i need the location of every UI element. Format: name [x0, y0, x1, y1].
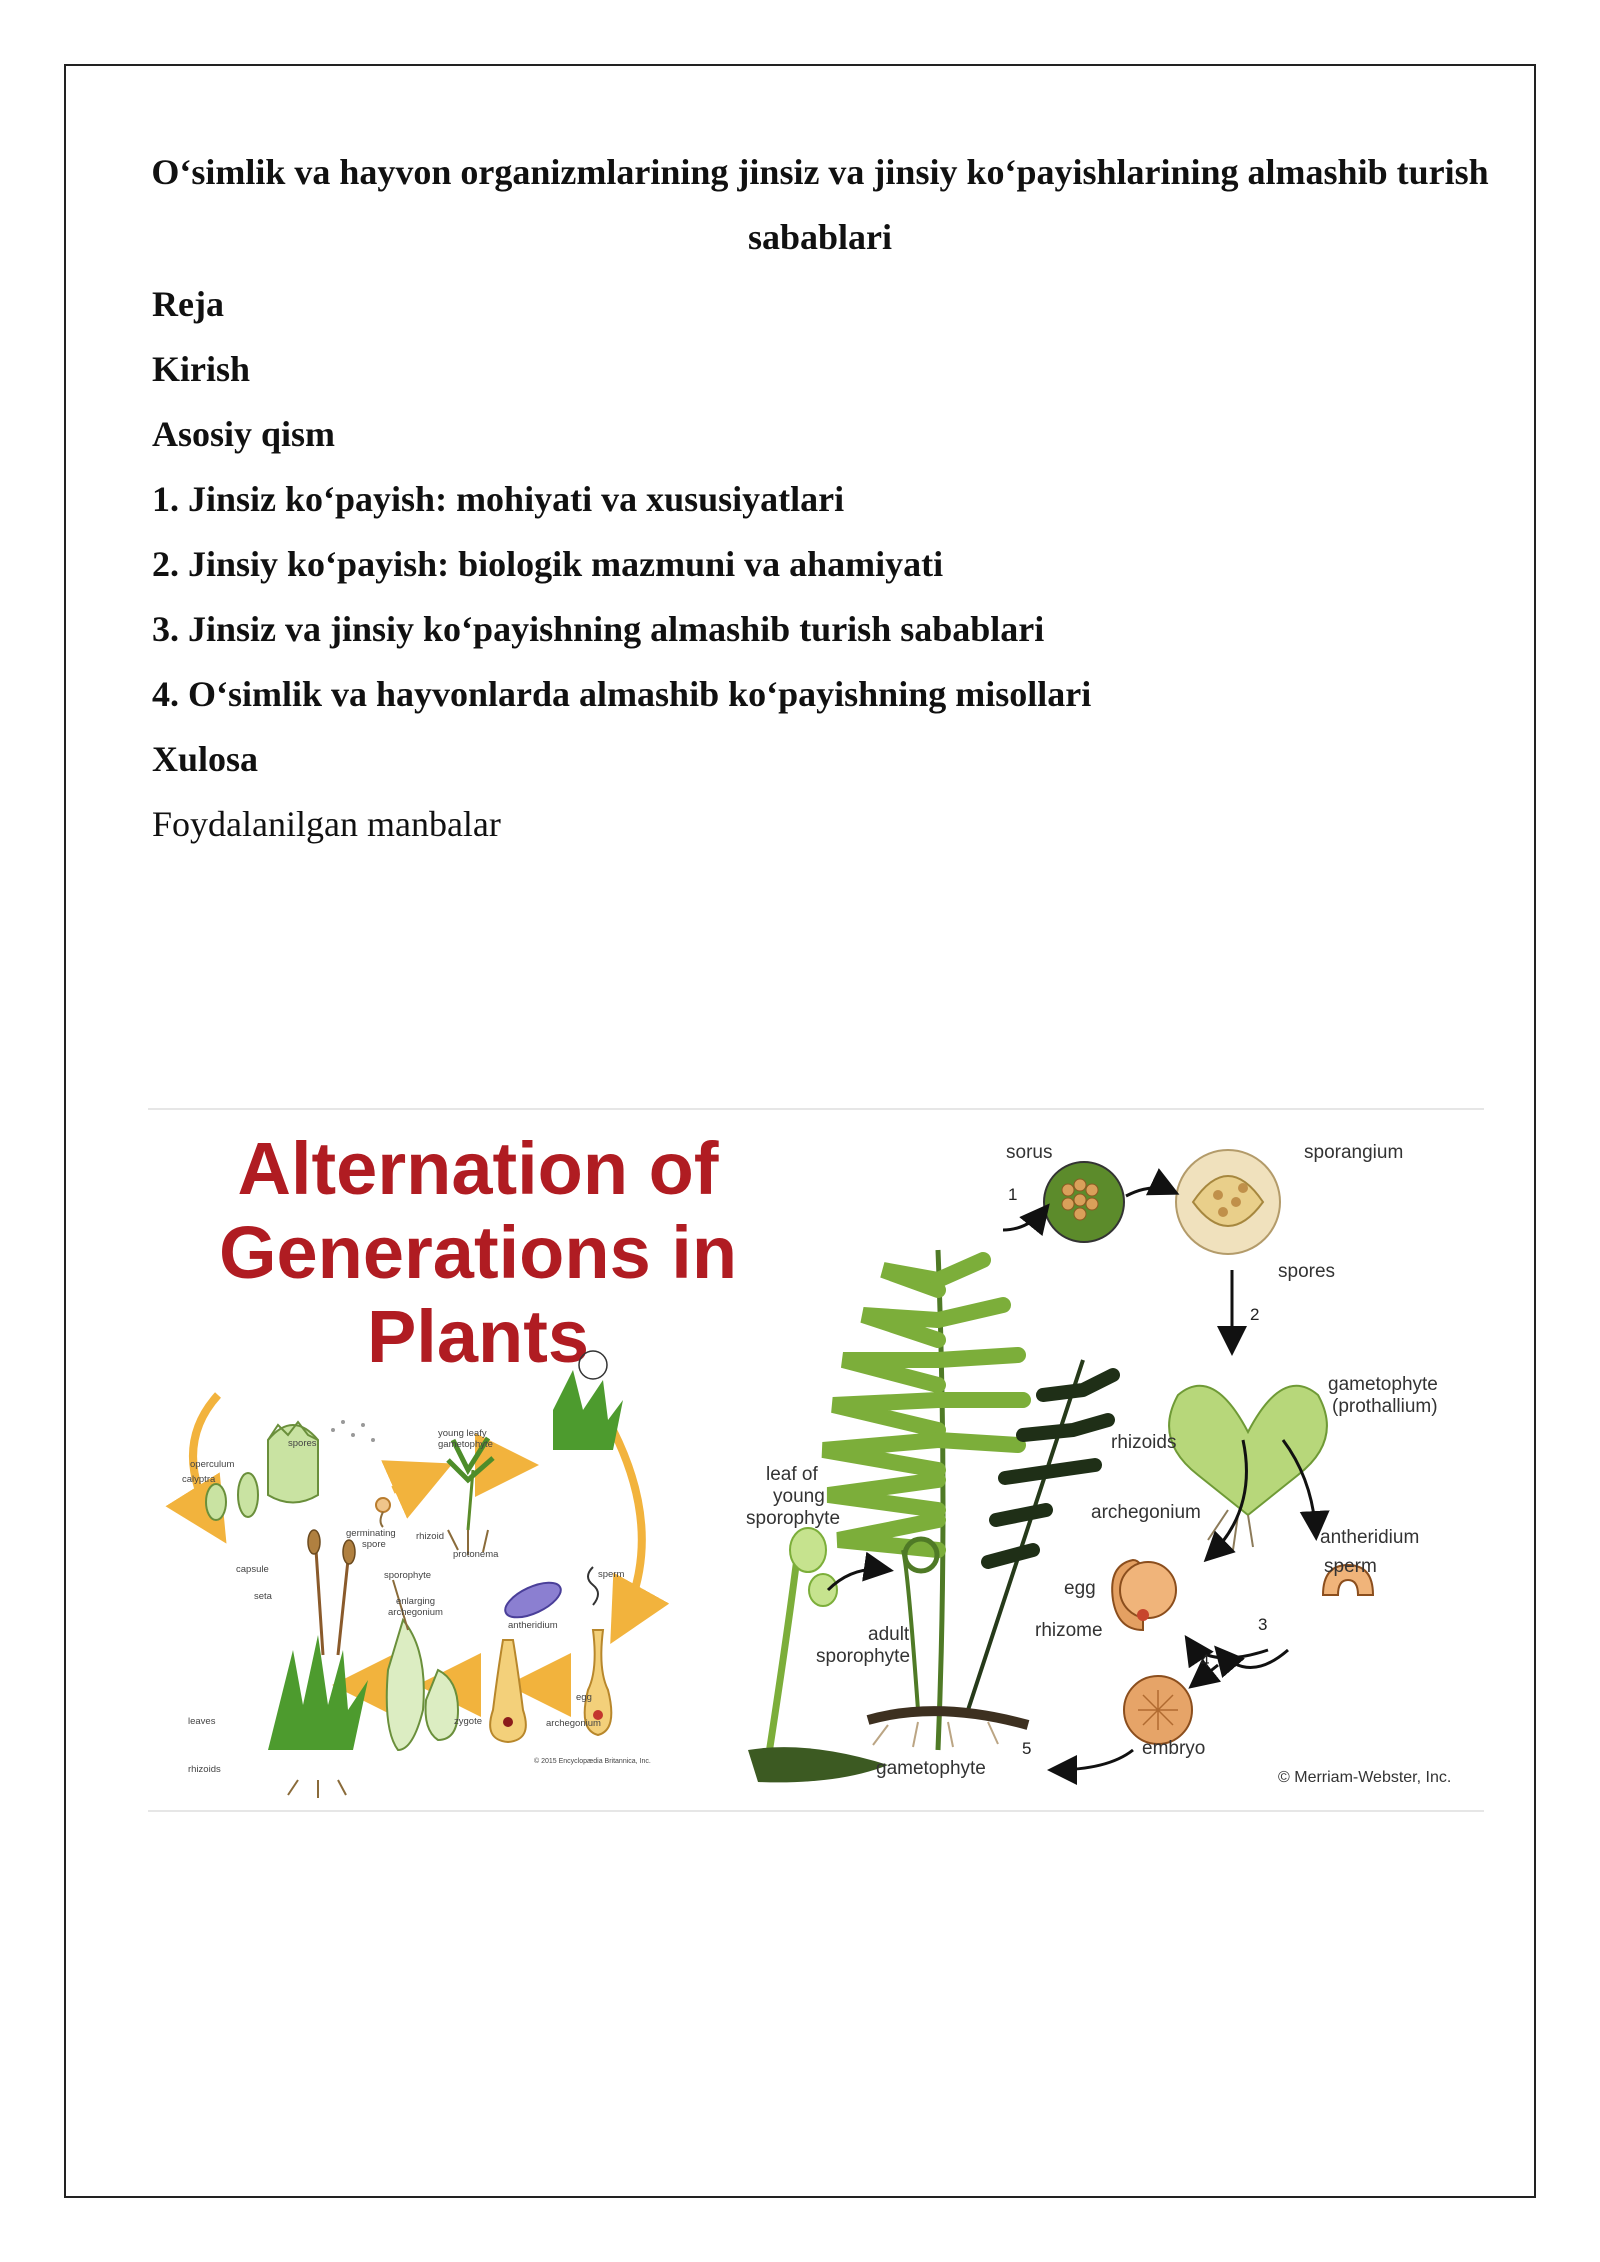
plan-item-manbalar: Foydalanilgan manbalar: [152, 804, 501, 844]
moss-label-capsule: capsule: [236, 1564, 269, 1575]
moss-label-enlarging-1: enlarging: [396, 1596, 435, 1607]
moss-label-archegonium: archegonium: [546, 1718, 601, 1729]
headline-line-1: Alternation of: [238, 1127, 719, 1210]
fern-label-gametophyte: gametophyte: [876, 1758, 986, 1779]
step-number-1: 1: [1008, 1185, 1017, 1204]
plan-item-xulosa: Xulosa: [152, 739, 259, 779]
fern-label-young: young: [773, 1486, 825, 1507]
page-border: [64, 64, 1536, 2198]
moss-label-protonema: protonema: [453, 1549, 499, 1560]
fern-cycle-diagram: sorus sporangium spores gametophyte (pro…: [746, 1142, 1451, 1786]
moss-label-young-leafy-2: gametophyte: [438, 1439, 493, 1450]
moss-label-egg: egg: [576, 1692, 592, 1703]
step-number-2: 2: [1250, 1305, 1259, 1324]
plan-item-reja: Reja: [152, 284, 224, 324]
fern-label-spores: spores: [1278, 1261, 1335, 1282]
fern-label-antheridium: antheridium: [1320, 1527, 1419, 1548]
fern-label-sorus: sorus: [1006, 1142, 1052, 1163]
fern-label-sperm: sperm: [1324, 1556, 1377, 1577]
headline-line-2: Generations in: [219, 1211, 737, 1294]
headline-line-3: Plants: [367, 1295, 589, 1378]
fern-label-adult-sporophyte: sporophyte: [816, 1646, 910, 1667]
moss-label-operculum: operculum: [190, 1459, 234, 1470]
plan-item-kirish: Kirish: [152, 349, 251, 389]
fern-label-embryo: embryo: [1142, 1738, 1205, 1759]
document-title: O‘simlik va hayvon organizmlarining jins…: [151, 152, 1489, 257]
fern-label-adult: adult: [868, 1624, 910, 1645]
moss-label-germinating-2: spore: [362, 1539, 386, 1550]
fern-label-gametophyte-2: (prothallium): [1332, 1396, 1438, 1417]
fern-label-rhizoids: rhizoids: [1111, 1432, 1176, 1453]
plan-list: Reja Kirish Asosiy qism 1. Jinsiz ko‘pay…: [152, 272, 1091, 857]
moss-label-leaves: leaves: [188, 1716, 216, 1727]
moss-label-zygote: zygote: [454, 1716, 482, 1727]
plan-item-asosiy-qism: Asosiy qism: [152, 414, 336, 454]
step-number-4: 4: [1200, 1651, 1209, 1670]
fern-label-egg: egg: [1064, 1578, 1096, 1599]
fern-label-gametophyte-1: gametophyte: [1328, 1374, 1438, 1395]
figure-illustration: Alternation of Generations in Plants: [165, 1127, 1451, 1798]
moss-label-enlarging-2: archegonium: [388, 1607, 443, 1618]
moss-label-sporophyte: sporophyte: [384, 1570, 431, 1581]
moss-cycle-diagram: spores young leafy gametophyte operculum…: [165, 1350, 670, 1798]
moss-label-antheridium: antheridium: [508, 1620, 558, 1631]
moss-label-seta: seta: [254, 1591, 273, 1602]
moss-credit: © 2015 Encyclopædia Britannica, Inc.: [534, 1757, 651, 1765]
fern-label-rhizome: rhizome: [1035, 1620, 1103, 1641]
moss-label-young-leafy-1: young leafy: [438, 1428, 487, 1439]
plan-item-1: 1. Jinsiz ko‘payish: mohiyati va xususiy…: [152, 479, 845, 519]
plan-item-4: 4. O‘simlik va hayvonlarda almashib ko‘p…: [152, 674, 1092, 714]
plan-item-2: 2. Jinsiy ko‘payish: biologik mazmuni va…: [152, 544, 944, 584]
moss-label-calyptra: calyptra: [182, 1474, 216, 1485]
step-number-5: 5: [1022, 1739, 1031, 1758]
fern-label-leaf-of: leaf of: [766, 1464, 818, 1485]
fern-label-sporophyte: sporophyte: [746, 1508, 840, 1529]
plan-item-3: 3. Jinsiz va jinsiy ko‘payishning almash…: [152, 609, 1045, 649]
moss-label-germinating-1: germinating: [346, 1528, 396, 1539]
fern-label-archegonium: archegonium: [1091, 1502, 1201, 1523]
moss-label-rhizoid: rhizoid: [416, 1531, 444, 1542]
moss-label-spores: spores: [288, 1438, 317, 1449]
fern-label-sporangium: sporangium: [1304, 1142, 1403, 1163]
fern-credit: © Merriam-Webster, Inc.: [1278, 1769, 1451, 1786]
alternation-of-generations-figure: Alternation of Generations in Plants: [148, 1108, 1484, 1812]
moss-label-sperm: sperm: [598, 1569, 624, 1580]
step-number-3: 3: [1258, 1615, 1267, 1634]
moss-label-rhizoids: rhizoids: [188, 1764, 221, 1775]
